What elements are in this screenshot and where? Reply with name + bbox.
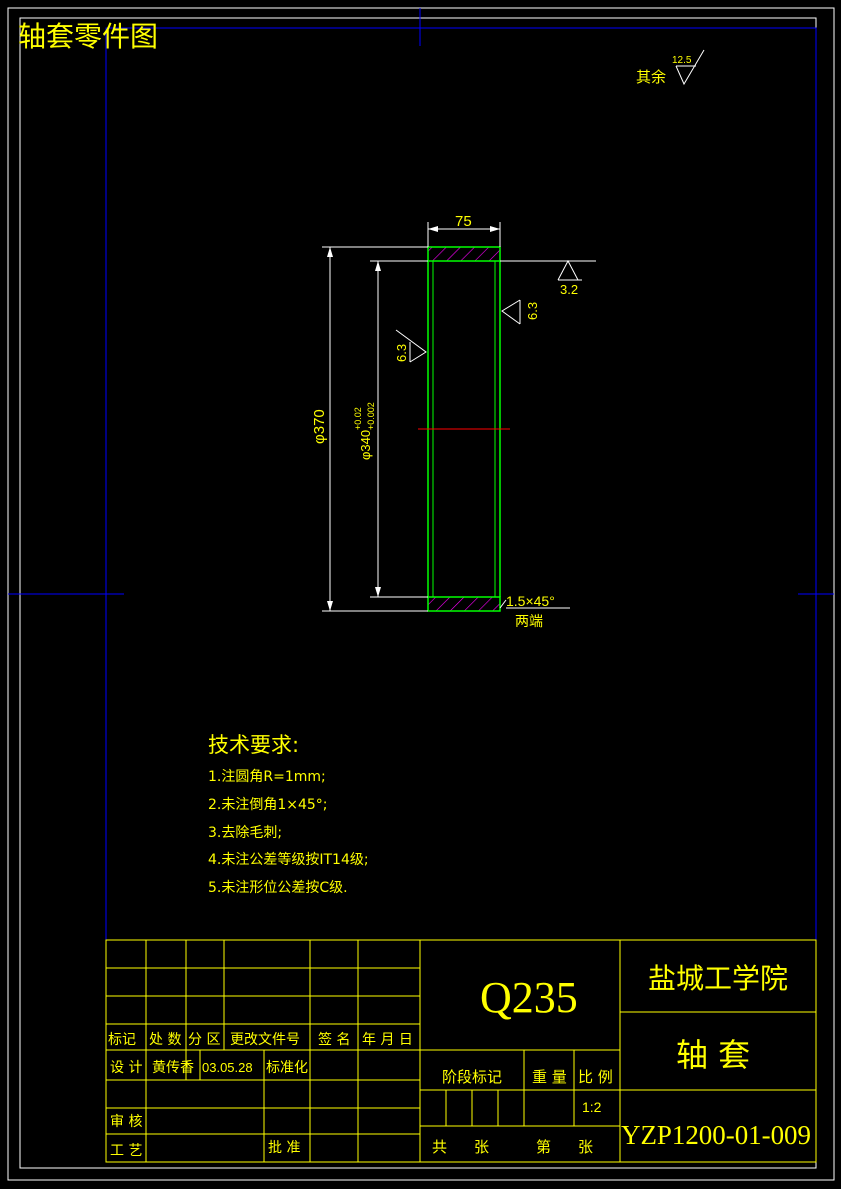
tb-scale-label: 比 例 <box>578 1068 613 1086</box>
dim-width-text: 75 <box>455 213 472 230</box>
tb-drawing-no: YZP1200-01-009 <box>621 1120 811 1150</box>
tb-stage-mark: 阶段标记 <box>442 1068 502 1086</box>
tb-header-6: 年 月 日 <box>362 1032 413 1048</box>
outer-frame <box>7 7 835 1181</box>
tb-header-5: 签 名 <box>318 1031 350 1048</box>
drawing-title: 轴套零件图 <box>18 20 158 53</box>
dim-outer <box>322 246 428 612</box>
roughness-other-value: 12.5 <box>672 55 692 66</box>
tech-req-heading: 技术要求: <box>208 733 299 757</box>
tb-header-4: 更改文件号 <box>230 1032 300 1048</box>
tb-standardize: 标准化 <box>266 1060 308 1076</box>
tb-process: 工 艺 <box>110 1143 142 1159</box>
hatch-bottom <box>427 596 501 612</box>
roughness-right-value: 6.3 <box>525 302 540 320</box>
part-sleeve-section <box>418 246 510 612</box>
tb-total: 共 <box>432 1138 447 1156</box>
tb-scale: 1:2 <box>582 1099 602 1115</box>
tb-sheet-no: 第 <box>536 1138 551 1156</box>
tb-weight: 重 量 <box>532 1068 567 1086</box>
roughness-outer-value: 3.2 <box>560 282 578 297</box>
roughness-other-symbol <box>675 49 705 86</box>
dim-inner-text: φ340 <box>358 430 373 460</box>
tb-approve: 批 准 <box>268 1140 300 1156</box>
tb-designer: 黄传香 <box>152 1059 194 1076</box>
dim-inner <box>370 260 428 598</box>
dim-inner-tol-lower: +0.002 <box>366 402 376 430</box>
tb-review: 审 核 <box>110 1114 142 1130</box>
tech-req-item-4: 4.未注公差等级按IT14级; <box>208 851 369 868</box>
tb-header-3: 分 区 <box>188 1032 220 1048</box>
chamfer-leader <box>499 599 570 609</box>
tb-school: 盐城工学院 <box>648 962 788 995</box>
title-block <box>105 939 817 1163</box>
dim-outer-text: φ370 <box>311 409 328 444</box>
chamfer-text: 1.5×45° <box>506 593 555 609</box>
dim-width <box>427 222 501 247</box>
tech-req-item-2: 2.未注倒角1×45°; <box>208 797 328 813</box>
tb-material: Q235 <box>480 973 578 1022</box>
hatch-top <box>427 246 501 262</box>
tb-design-date: 03.05.28 <box>202 1060 253 1075</box>
tech-req-item-1: 1.注圆角R=1mm; <box>208 769 326 785</box>
tb-sheet-unit: 张 <box>578 1138 593 1156</box>
tb-sheets: 张 <box>474 1138 489 1156</box>
tb-header-1: 标记 <box>108 1032 136 1048</box>
dim-inner-tol-upper: +0.02 <box>353 407 363 430</box>
tb-part-name: 轴 套 <box>676 1036 750 1074</box>
roughness-symbol-left <box>395 329 427 363</box>
tb-design-label: 设 计 <box>110 1060 142 1076</box>
chamfer-note: 两端 <box>515 614 543 630</box>
tech-req-item-5: 5.未注形位公差按C级. <box>208 880 348 896</box>
roughness-symbol-right <box>501 299 521 325</box>
tech-req-item-3: 3.去除毛刺; <box>208 825 282 841</box>
tb-header-2: 处 数 <box>149 1032 181 1048</box>
roughness-left-value: 6.3 <box>394 344 409 362</box>
roughness-other-label: 其余 <box>636 68 666 86</box>
roughness-symbol-outer <box>500 259 596 281</box>
